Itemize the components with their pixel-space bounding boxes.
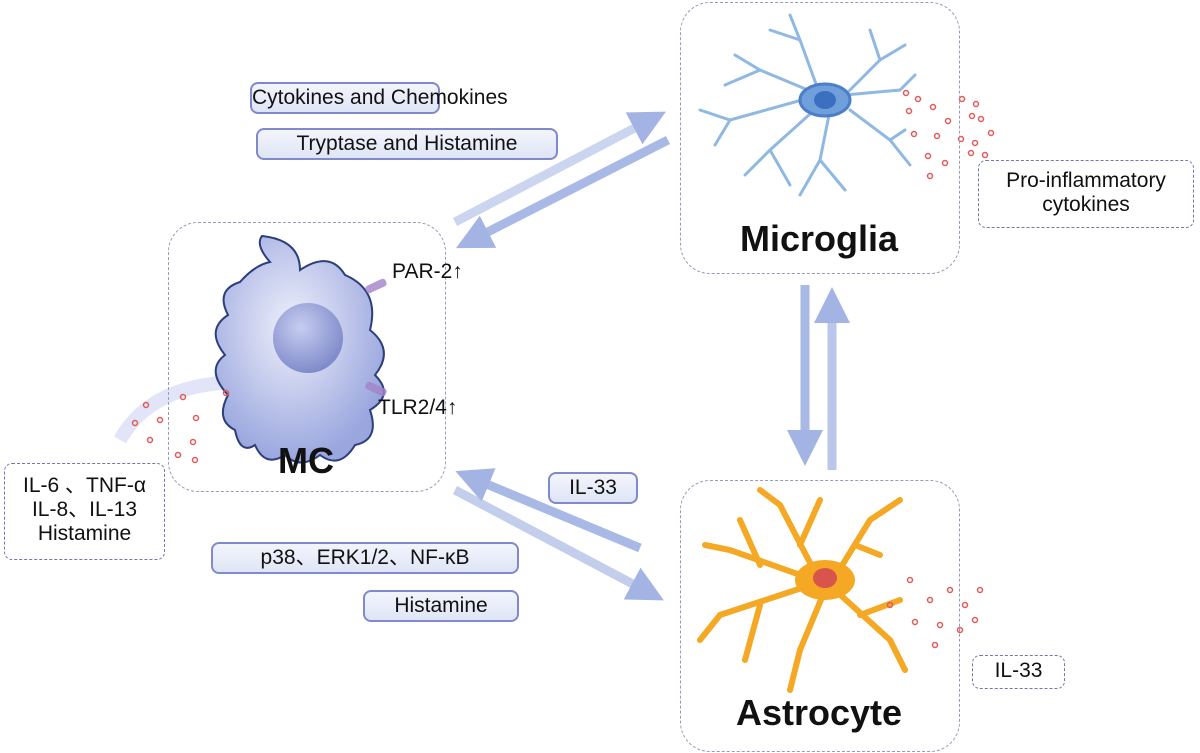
signaling-label: p38、ERK1/2、NF-κB: [211, 542, 519, 574]
astrocyte-illustration: [697, 487, 984, 693]
mc-panel: [168, 222, 446, 492]
mc-secretion-line: IL-6 、TNF-α: [23, 474, 146, 497]
mc-title: MC: [278, 440, 334, 481]
microglia-secretion-line: cytokines: [1042, 193, 1130, 216]
arrow-astrocyte-to-mc: [455, 468, 642, 553]
microglia-illustration: [698, 13, 995, 197]
mc-granules: [131, 389, 230, 464]
microglia-title: Microglia: [739, 218, 899, 259]
tlr-label: TLR2/4↑: [378, 396, 458, 419]
cytokines-chemokines-label: Cytokines and Chemokines: [250, 82, 508, 114]
arrow-microglia-to-mc: [455, 135, 671, 249]
microglia-secretion-box: Pro-inflammatory cytokines: [978, 160, 1194, 228]
microglia-secretion-line: Pro-inflammatory: [1006, 169, 1166, 192]
mc-secretion-line: IL-8、IL-13: [31, 498, 138, 521]
astrocyte-title: Astrocyte: [735, 692, 903, 733]
arrow-mc-to-microglia: [452, 111, 666, 226]
mc-secretion-line: Histamine: [37, 522, 132, 545]
mast-cell-illustration: [113, 234, 387, 464]
il33-pathway-label: IL-33: [548, 472, 638, 504]
astrocyte-panel: [680, 480, 960, 752]
histamine-pathway-label: Histamine: [363, 590, 519, 622]
par2-label: PAR-2↑: [392, 260, 463, 283]
arrow-mc-to-astrocyte: [452, 486, 664, 601]
mc-secretion-box: IL-6 、TNF-α IL-8、IL-13 Histamine: [4, 463, 165, 560]
microglia-panel: [680, 2, 960, 274]
tryptase-histamine-label: Tryptase and Histamine: [256, 128, 558, 160]
astrocyte-secretion-box: IL-33: [972, 655, 1065, 689]
